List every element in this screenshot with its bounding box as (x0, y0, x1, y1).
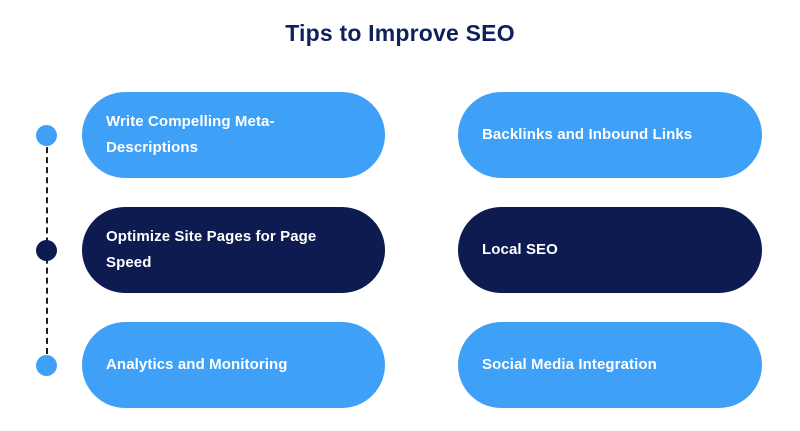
tip-pill: Write Compelling Meta-Descriptions (82, 92, 385, 178)
tip-label: Optimize Site Pages for Page Speed (106, 228, 317, 271)
tip-label: Backlinks and Inbound Links (482, 126, 693, 143)
tip-pill: Backlinks and Inbound Links (458, 92, 762, 178)
tip-label: Social Media Integration (482, 356, 657, 373)
tip-pill: Optimize Site Pages for Page Speed (82, 207, 385, 293)
list-item[interactable]: Backlinks and Inbound Links (400, 92, 800, 178)
list-item[interactable]: Social Media Integration (400, 322, 800, 408)
timeline-dot-icon (36, 239, 57, 261)
tips-columns: Write Compelling Meta-Descriptions Optim… (0, 92, 800, 408)
tip-pill: Local SEO (458, 207, 762, 293)
tips-column-left: Write Compelling Meta-Descriptions Optim… (0, 92, 400, 408)
list-item[interactable]: Analytics and Monitoring (0, 322, 400, 408)
tip-label: Local SEO (482, 241, 558, 258)
list-item[interactable]: Write Compelling Meta-Descriptions (0, 92, 400, 178)
list-item[interactable]: Local SEO (400, 207, 800, 293)
tips-column-right: Backlinks and Inbound Links Local SEO So… (400, 92, 800, 408)
timeline-dot-icon (36, 124, 57, 146)
timeline-dot-icon (36, 354, 57, 376)
list-item[interactable]: Optimize Site Pages for Page Speed (0, 207, 400, 293)
tip-pill: Social Media Integration (458, 322, 762, 408)
tip-label: Write Compelling Meta-Descriptions (106, 113, 275, 156)
page-title: Tips to Improve SEO (285, 20, 515, 46)
tip-pill: Analytics and Monitoring (82, 322, 385, 408)
tip-label: Analytics and Monitoring (106, 356, 288, 373)
